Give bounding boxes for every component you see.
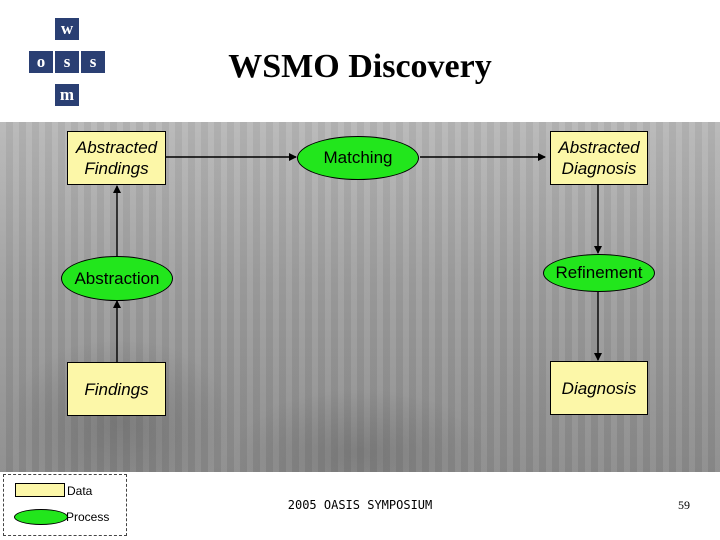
logo-letter-bottom: m: [55, 84, 79, 106]
wsmo-logo: w o s s m: [26, 18, 108, 106]
node-abstracted-findings: Abstracted Findings: [67, 131, 166, 185]
legend-data-swatch: [15, 483, 65, 497]
node-diagnosis: Diagnosis: [550, 361, 648, 415]
legend-process-swatch: [14, 509, 68, 525]
node-findings: Findings: [67, 362, 166, 416]
legend-data-label: Data: [67, 484, 93, 498]
legend-process-label: Process: [66, 510, 110, 524]
node-abstraction: Abstraction: [61, 256, 173, 301]
slide-title: WSMO Discovery: [228, 48, 492, 85]
page-number: 59: [678, 498, 690, 512]
node-refinement: Refinement: [543, 254, 655, 292]
node-abstracted-diagnosis: Abstracted Diagnosis: [550, 131, 648, 185]
footer-text: 2005 OASIS SYMPOSIUM: [287, 498, 433, 512]
logo-letter-left: o: [29, 51, 53, 73]
logo-letter-right: s: [81, 51, 105, 73]
logo-letter-top: w: [55, 18, 79, 40]
node-matching: Matching: [297, 136, 419, 180]
logo-letter-center: s: [55, 51, 79, 73]
legend: Data Process: [3, 474, 127, 536]
